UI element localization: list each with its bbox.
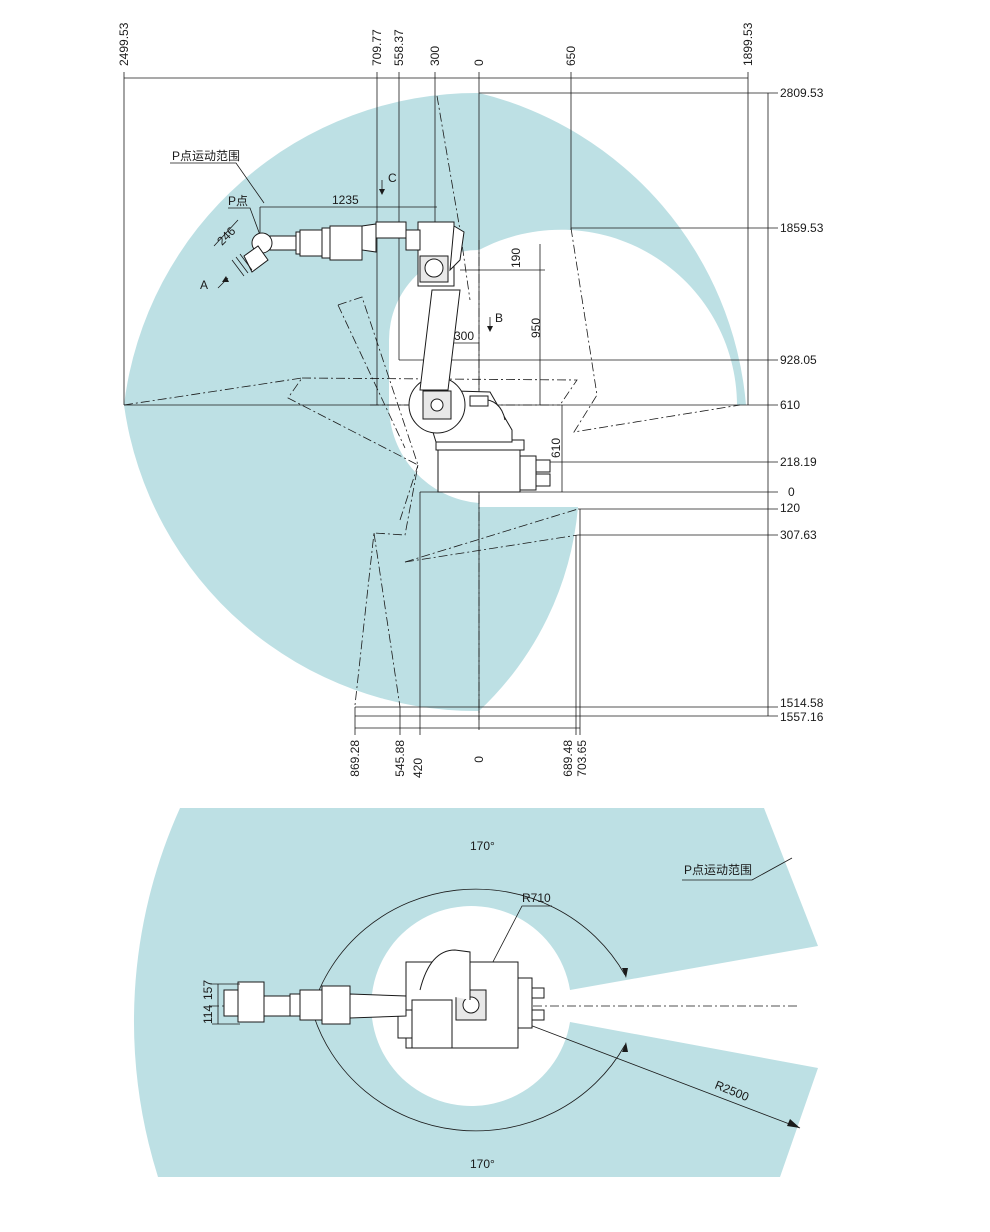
dim-610-inner: 610 [549, 438, 563, 458]
dim-top-558: 558.37 [392, 29, 406, 66]
side-range-label: P点运动范围 [172, 149, 240, 163]
dim-right-1514: 1514.58 [780, 696, 824, 710]
dim-right-218: 218.19 [780, 455, 817, 469]
dim-wrist-157: 157 [201, 980, 215, 1000]
dim-top-300: 300 [428, 46, 442, 66]
dim-right-1557: 1557.16 [780, 710, 824, 724]
top-range-label: P点运动范围 [684, 863, 752, 877]
dim-top-709: 709.77 [370, 29, 384, 66]
dim-top-1899: 1899.53 [741, 22, 755, 66]
robot-side-body [231, 221, 551, 493]
dim-top-0: 0 [472, 59, 486, 66]
dim-right-307: 307.63 [780, 528, 817, 542]
dim-right-2809: 2809.53 [780, 86, 824, 100]
dim-wrist-114: 114 [201, 1005, 215, 1024]
robot-top-body [223, 949, 545, 1049]
dim-right-120: 120 [780, 501, 800, 515]
dim-950: 950 [529, 318, 543, 338]
dim-right-0: 0 [788, 485, 795, 499]
angle-bottom-label: 170° [470, 1157, 495, 1171]
top-work-range [133, 808, 819, 1177]
dim-bottom-869: 869.28 [348, 740, 362, 777]
view-a-label: A [200, 278, 208, 292]
dim-right-928: 928.05 [780, 353, 817, 367]
inner-radius-label: R710 [522, 891, 551, 905]
view-c-label: C [388, 171, 397, 185]
dim-bottom-545: 545.88 [393, 740, 407, 777]
dim-300-inner: 300 [454, 329, 474, 343]
side-view: 2499.53 709.77 558.37 300 0 650 1899.53 … [117, 22, 824, 778]
dim-right-610: 610 [780, 398, 800, 412]
dim-top-2499: 2499.53 [117, 22, 131, 66]
dim-right-1859: 1859.53 [780, 221, 824, 235]
dim-bottom-0: 0 [472, 756, 486, 763]
dim-bottom-689: 689.48 [561, 740, 575, 777]
dim-190: 190 [509, 248, 523, 268]
dim-top-650: 650 [564, 46, 578, 66]
dim-1235: 1235 [332, 193, 359, 207]
angle-top-label: 170° [470, 839, 495, 853]
view-b-label: B [495, 311, 503, 325]
dim-bottom-420: 420 [411, 758, 425, 778]
p-point-label: P点 [228, 194, 248, 208]
dim-bottom-703: 703.65 [575, 740, 589, 777]
top-view: 157 114 170° 170° R710 R2500 P点运动范围 [133, 808, 819, 1177]
